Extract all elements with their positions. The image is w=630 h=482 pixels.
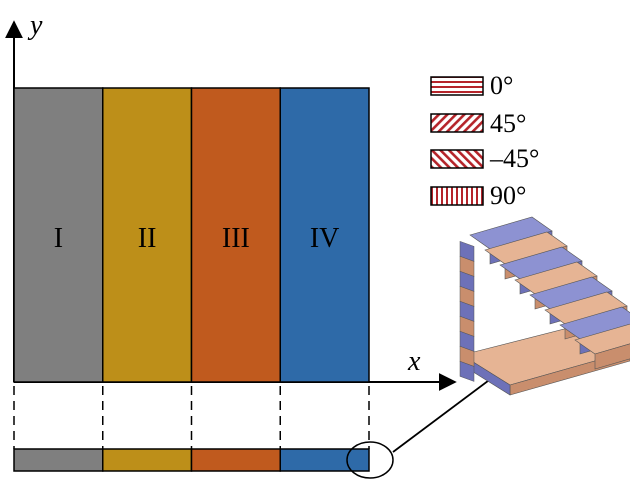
- legend-swatch-90: [430, 186, 484, 206]
- region-label-3: III: [222, 223, 250, 254]
- strip-segment-3: [190, 448, 281, 472]
- laminate-layer-front: [594, 343, 630, 370]
- plate-cross-section: [13, 448, 370, 472]
- region-label-1: I: [54, 223, 63, 254]
- stacked-laminate-stairs-icon: [459, 216, 630, 396]
- laminate-layer-top: [559, 306, 630, 340]
- legend-label-neg45: –45°: [489, 144, 539, 173]
- region-label-4: IV: [310, 223, 340, 254]
- ply-orientation-legend: 0° 45° –45° 90°: [430, 71, 539, 210]
- strip-segment-1: [13, 448, 104, 472]
- region-3: [190, 87, 281, 383]
- region-1: [13, 87, 104, 383]
- y-axis-label: y: [27, 10, 43, 41]
- projection-lines: [13, 386, 370, 449]
- legend-swatch-neg45: [430, 149, 484, 169]
- x-axis-label: x: [407, 346, 421, 377]
- laminate-layer-top: [574, 323, 630, 355]
- legend-swatch-45: [430, 113, 484, 133]
- legend-swatch-0: [430, 76, 484, 96]
- region-2: [102, 87, 193, 383]
- highlight-circle: [346, 441, 394, 479]
- region-4: [279, 87, 370, 383]
- strip-segment-4: [279, 448, 370, 472]
- laminate-side-layer: [459, 361, 475, 382]
- legend-label-45: 45°: [490, 109, 526, 138]
- strip-segment-2: [102, 448, 193, 472]
- region-label-2: II: [138, 223, 157, 254]
- legend-label-0: 0°: [490, 71, 513, 100]
- legend-label-90: 90°: [490, 181, 526, 210]
